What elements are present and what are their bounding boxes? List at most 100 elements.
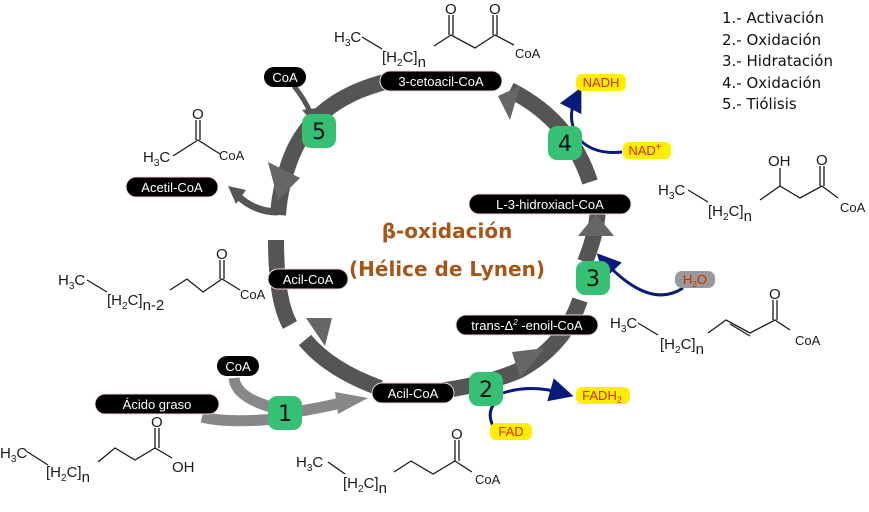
coa-into-step5-arrow	[292, 84, 313, 113]
oh-label: OH	[172, 459, 195, 476]
pill-cetoacil-coa[interactable]: 3-cetoacil-CoA	[379, 70, 503, 92]
pill-enoil-coa[interactable]: trans-Δ2 -enoil-CoA	[455, 314, 599, 336]
activation-arrowhead	[335, 392, 368, 414]
pill-coa-activation[interactable]: CoA	[217, 356, 259, 376]
pill-coa-thiolysis[interactable]: CoA	[264, 67, 306, 87]
structure-enoil-coa-bonds	[637, 300, 791, 337]
step-number: 1	[278, 402, 292, 427]
cofactor-label: H2O	[683, 272, 707, 289]
h2c-n-label: [H2C]n	[708, 203, 752, 225]
cofactor-label: NAD+	[628, 142, 661, 158]
step-badge-5[interactable]: 5	[302, 114, 336, 148]
structure-acetil-coa: H3C O CoA	[143, 106, 245, 169]
h3c-label: H3C	[58, 272, 85, 292]
pill-label: Acil-CoA	[283, 272, 334, 287]
cycle-arc-bottom-left	[298, 334, 383, 396]
structure-acido-graso-bonds	[25, 428, 173, 466]
step-badge-3[interactable]: 3	[576, 261, 610, 295]
cofactor-fadh2[interactable]: FADH2	[576, 387, 630, 405]
o-label: O	[451, 426, 463, 443]
pill-acido-graso[interactable]: Ácido graso	[94, 393, 220, 415]
arrowhead-step3	[578, 214, 614, 236]
step-number: 3	[586, 267, 600, 292]
step-number: 5	[312, 120, 326, 145]
structure-enoil-coa: H3C [H2C]n O CoA	[610, 286, 821, 358]
fadh2-curve	[502, 378, 574, 402]
structure-hidroxiacil-coa: H3C [H2C]n OH O CoA	[658, 152, 866, 225]
o-label: O	[816, 152, 828, 169]
pill-acetil-coa[interactable]: Acetil-CoA	[125, 176, 219, 198]
step-number: 2	[479, 378, 493, 403]
structure-acido-graso: H3C [H2C]n O OH	[0, 414, 195, 486]
cofactor-fad[interactable]: FAD	[490, 423, 532, 440]
o-label: O	[445, 1, 457, 18]
step-badge-1[interactable]: 1	[268, 396, 302, 430]
coa-label: CoA	[240, 287, 266, 302]
pill-label: CoA	[272, 70, 298, 85]
cofactor-nadh[interactable]: NADH	[576, 74, 626, 91]
h2c-n-label: [H2C]n	[46, 464, 90, 486]
cofactor-label: FAD	[498, 424, 523, 439]
h3c-label: H3C	[334, 29, 361, 49]
acetil-exit-arrowhead	[228, 186, 246, 204]
h2o-curve	[596, 253, 684, 297]
coa-label: CoA	[475, 472, 501, 487]
arrowhead-step4	[498, 86, 520, 120]
coa-label: CoA	[219, 148, 245, 163]
pill-label: L-3-hidroxiacl-CoA	[496, 197, 604, 212]
pill-label: Acetil-CoA	[141, 180, 203, 195]
diagram-title-line2: (Hélice de Lynen)	[349, 257, 545, 281]
oh-label: OH	[768, 153, 791, 170]
structure-acil-coa-n2: H3C [H2C]n-2 O CoA	[58, 246, 266, 314]
acetil-exit-branch	[235, 193, 279, 216]
h3c-label: H3C	[0, 445, 27, 465]
pill-hidroxiacil-coa[interactable]: L-3-hidroxiacl-CoA	[468, 193, 632, 215]
o-label: O	[489, 1, 501, 18]
arrowhead-step5	[268, 162, 300, 200]
pill-label: trans-Δ2 -enoil-CoA	[471, 318, 583, 333]
pill-label: Ácido graso	[123, 397, 192, 412]
chem-labels: H3C [H2C]n O OH H3C [H2C]n O CoA H3C [H2…	[0, 1, 866, 497]
structure-cetoacil-bonds	[361, 15, 515, 50]
o-label: O	[192, 106, 204, 123]
o-label: O	[216, 246, 228, 263]
pill-label: 3-cetoacil-CoA	[398, 74, 484, 89]
steps-legend: 1.- Activación 2.- Oxidación 3.- Hidrata…	[722, 8, 833, 116]
o-label: O	[151, 414, 163, 431]
cycle-arrowheads	[268, 86, 614, 378]
pill-acil-coa-left[interactable]: Acil-CoA	[267, 268, 349, 290]
pill-label: Acil-CoA	[388, 386, 439, 401]
h3c-label: H3C	[610, 315, 637, 335]
diagram-title-line1: β-oxidación	[382, 219, 513, 243]
h2c-n-label: [H2C]n	[660, 336, 704, 358]
legend-item: 3.- Hidratación	[722, 52, 833, 70]
step-badge-2[interactable]: 2	[469, 372, 503, 406]
nad-curve	[578, 138, 623, 154]
legend-item: 2.- Oxidación	[722, 30, 822, 49]
coa-label: CoA	[515, 46, 541, 61]
cofactor-nad[interactable]: NAD+	[623, 142, 671, 159]
cofactor-label: NADH	[583, 75, 620, 90]
structure-acil-n2-bonds	[86, 260, 241, 293]
structure-acil-coa: H3C [H2C]n O CoA	[296, 426, 501, 497]
structure-acetil-bonds	[172, 120, 221, 157]
h3c-label: H3C	[143, 149, 170, 169]
h3c-label: H3C	[658, 182, 685, 202]
h2c-n2-label: [H2C]n-2	[107, 292, 164, 314]
legend-item: 4.- Oxidación	[722, 73, 822, 92]
legend-item: 1.- Activación	[722, 9, 824, 27]
h2c-n-label: [H2C]n	[343, 475, 387, 497]
pill-acil-coa-bottom[interactable]: Acil-CoA	[371, 382, 455, 404]
step-badge-4[interactable]: 4	[548, 126, 582, 160]
h3c-label: H3C	[296, 454, 323, 474]
pill-label: CoA	[225, 359, 251, 374]
arrowhead-left	[306, 318, 332, 346]
h2c-n-label: [H2C]n	[382, 49, 426, 71]
structure-cetoacil-coa: H3C [H2C]n O O CoA	[334, 1, 541, 71]
cycle-arc-top-left	[270, 74, 388, 216]
cycle-arc-left	[268, 239, 298, 329]
legend-item: 5.- Tiólisis	[722, 95, 797, 113]
coa-label: CoA	[840, 200, 866, 215]
cofactor-h2o[interactable]: H2O	[675, 271, 715, 289]
